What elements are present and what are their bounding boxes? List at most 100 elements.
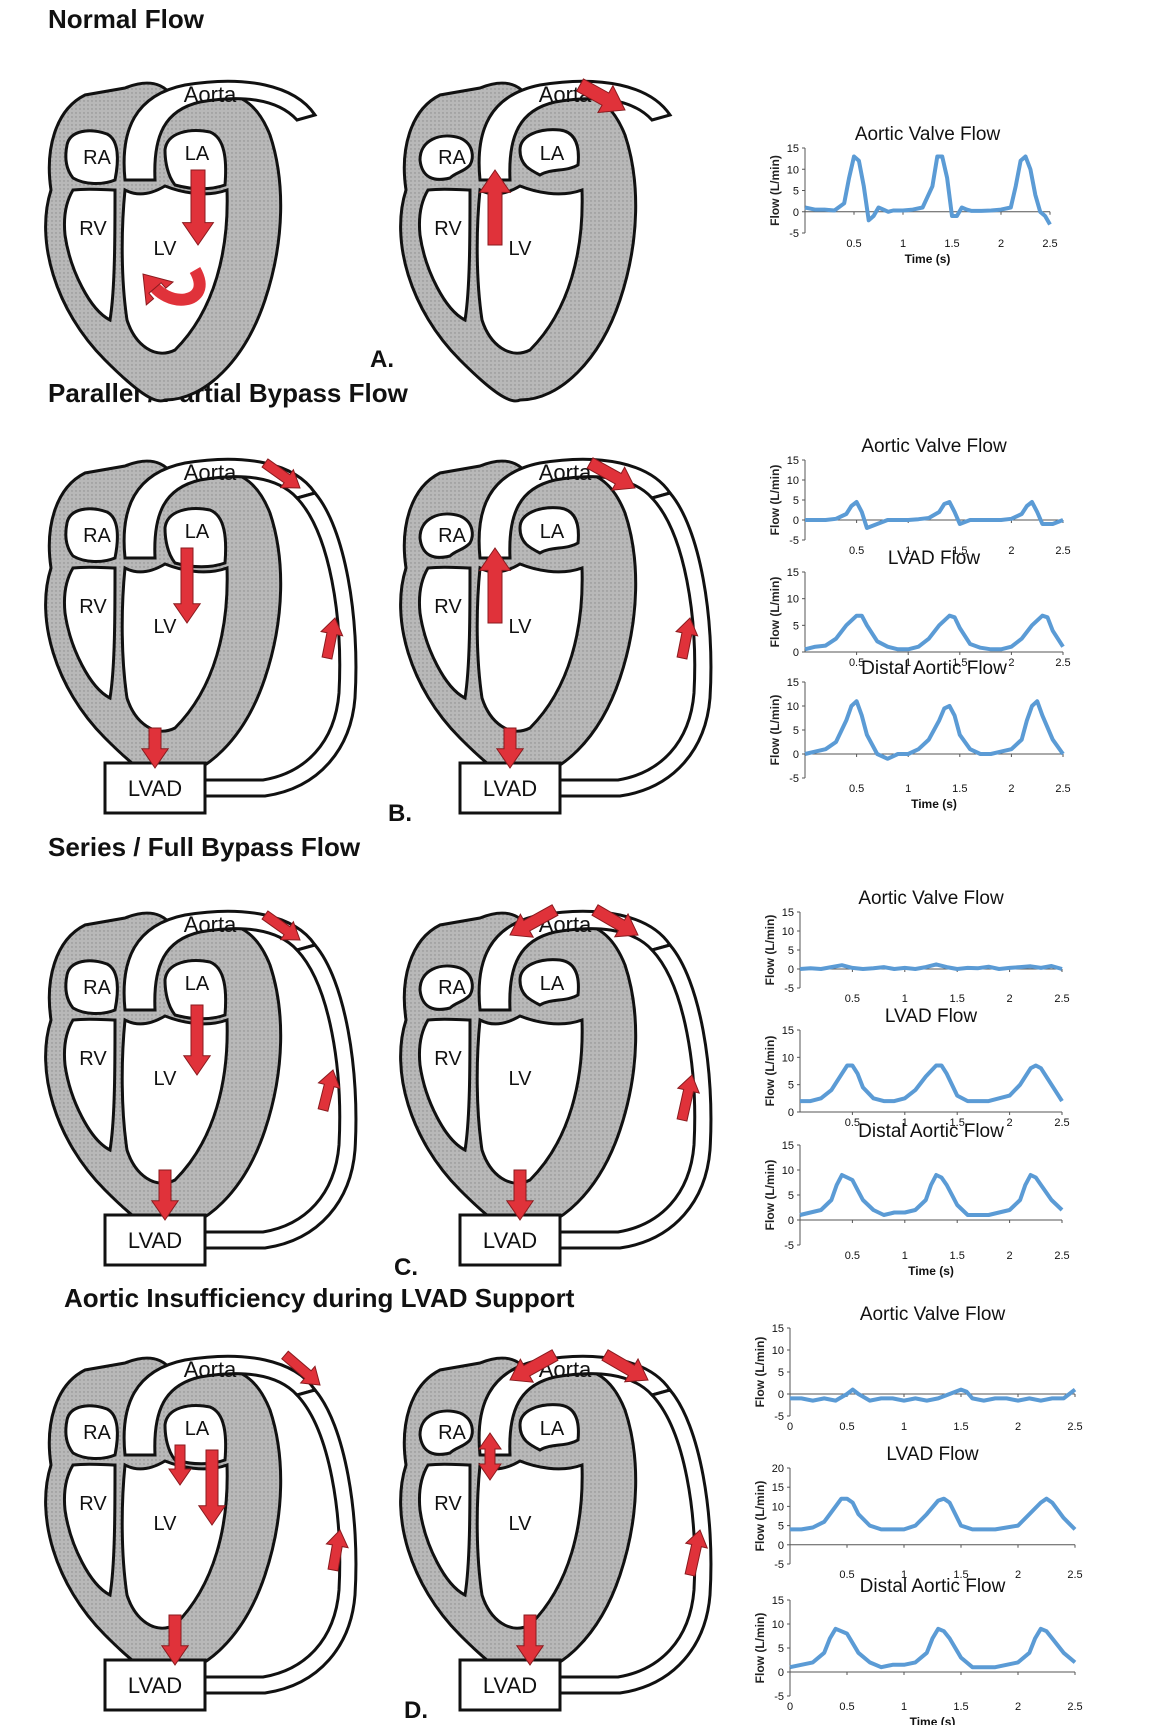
x-tick-label: 2 [1008,783,1014,795]
chart-title: Aortic Valve Flow [858,888,1004,909]
chart-title: Distal Aortic Flow [858,1121,1004,1142]
y-axis-label: Flow (L/min) [763,1160,777,1231]
x-tick-label: 1.5 [953,1701,968,1713]
chart-title: LVAD Flow [885,1006,977,1027]
x-tick-label: 2.5 [1055,545,1070,557]
y-tick-label: 0 [793,749,799,761]
y-tick-label: 10 [772,1619,784,1631]
flow-trace [790,1629,1075,1667]
la-label: LA [185,973,210,995]
lvad-label: LVAD [128,1228,182,1253]
x-tick-label: 0.5 [839,1701,854,1713]
x-tick-label: 2.5 [1067,1701,1082,1713]
y-tick-label: 10 [772,1345,784,1357]
ra-label: RA [438,525,466,547]
y-axis-label: Flow (L/min) [768,695,782,766]
la-label: LA [185,521,210,543]
rv-label: RV [79,1048,107,1070]
ra-label: RA [83,1422,111,1444]
y-axis-label: Flow (L/min) [753,1337,767,1408]
y-tick-label: -5 [789,535,799,547]
aorta-label: Aorta [539,460,592,485]
x-tick-label: 2.5 [1054,993,1069,1005]
flow-trace [800,964,1062,969]
heart-diagrams: AortaRARVLALVAortaRARVLALVAortaRARVLALVL… [0,0,760,1725]
lv-label: LV [154,616,178,638]
y-tick-label: 5 [778,1521,784,1533]
chart-1: Aortic Valve Flow151050-50.511.522.5Flow… [768,124,1058,266]
x-tick-label: 0.5 [849,783,864,795]
x-tick-label: 1 [900,238,906,250]
y-tick-label: 15 [772,1482,784,1494]
x-tick-label: 2 [998,238,1004,250]
heart-diagram-b2: AortaRARVLALVLVAD [401,458,711,813]
rv-label: RV [434,218,462,240]
x-tick-label: 2.5 [1067,1569,1082,1581]
y-axis-label: Flow (L/min) [753,1613,767,1684]
chart-title: Aortic Valve Flow [861,436,1007,457]
ra-label: RA [83,525,111,547]
y-tick-label: 5 [793,186,799,198]
y-tick-label: -5 [774,1411,784,1423]
x-axis-label: Time (s) [905,252,951,266]
aorta-label: Aorta [184,912,237,937]
x-tick-label: 2 [1015,1569,1021,1581]
y-tick-label: 10 [787,164,799,176]
flow-trace [790,1390,1075,1401]
y-tick-label: 10 [787,475,799,487]
y-axis-label: Flow (L/min) [763,1036,777,1107]
la-label: LA [185,1418,210,1440]
y-tick-label: 0 [793,647,799,659]
chart-title: LVAD Flow [886,1444,978,1465]
chart-10: Distal Aortic Flow151050-500.511.522.5Fl… [753,1576,1083,1725]
x-tick-label: 1 [902,1250,908,1262]
rv-label: RV [434,1493,462,1515]
y-tick-label: -5 [774,1559,784,1571]
x-tick-label: 0.5 [839,1421,854,1433]
chart-title: LVAD Flow [888,548,980,569]
rv-label: RV [434,1048,462,1070]
x-tick-label: 2 [1008,657,1014,669]
la-label: LA [185,143,210,165]
y-tick-label: 0 [778,1389,784,1401]
x-tick-label: 1 [901,1701,907,1713]
y-axis-label: Flow (L/min) [768,465,782,536]
y-axis-label: Flow (L/min) [768,577,782,648]
ra-label: RA [83,977,111,999]
ra-label: RA [438,977,466,999]
flow-trace [805,701,1063,759]
lv-label: LV [509,616,533,638]
rv-label: RV [79,596,107,618]
y-tick-label: 0 [788,1107,794,1119]
chart-title: Distal Aortic Flow [861,658,1007,679]
rv-label: RV [79,218,107,240]
lv-label: LV [509,1068,533,1090]
heart-diagram-b1: AortaRARVLALVLVAD [46,459,356,813]
aorta-label: Aorta [184,1357,237,1382]
x-tick-label: 2 [1008,545,1014,557]
y-tick-label: -5 [784,983,794,995]
flow-trace [805,502,1063,528]
x-tick-label: 0.5 [845,1250,860,1262]
y-tick-label: 5 [793,725,799,737]
x-tick-label: 1 [902,993,908,1005]
x-axis-label: Time (s) [910,1715,956,1725]
y-tick-label: 0 [793,515,799,527]
lv-label: LV [154,238,178,260]
y-tick-label: 15 [782,907,794,919]
y-tick-label: 0 [793,207,799,219]
y-tick-label: 10 [772,1501,784,1513]
heart-diagram-d1: AortaRARVLALVLVAD [46,1351,356,1710]
x-tick-label: 0.5 [839,1569,854,1581]
y-tick-label: -5 [784,1240,794,1252]
lvad-label: LVAD [128,1673,182,1698]
y-tick-label: 5 [788,1190,794,1202]
y-tick-label: 15 [787,567,799,579]
flow-trace [790,1499,1075,1530]
x-tick-label: 2.5 [1042,238,1057,250]
y-tick-label: 20 [772,1463,784,1475]
